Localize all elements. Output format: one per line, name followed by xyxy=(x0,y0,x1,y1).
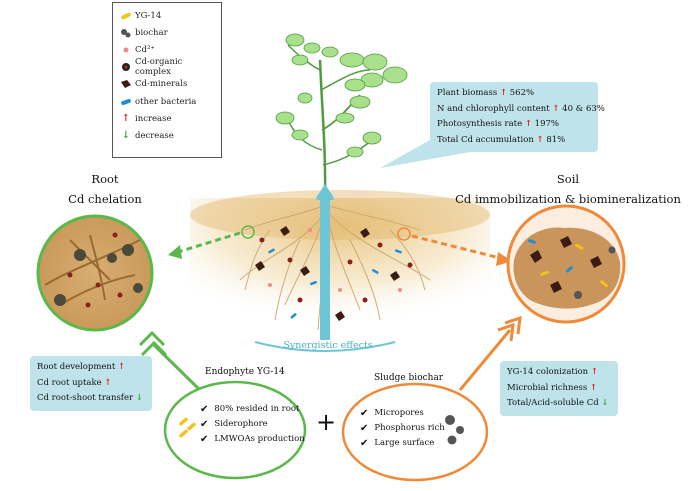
legend-label: YG-14 xyxy=(135,10,162,21)
legend-label: increase xyxy=(135,113,172,124)
soil-region-glow xyxy=(190,190,490,240)
soil-effects-callout: YG-14 colonization ↑ Microbial richness … xyxy=(500,361,618,416)
plant-shoot xyxy=(275,33,408,201)
biochar-feature-list: ✔Micropores ✔Phosphorus rich ✔Large surf… xyxy=(360,406,445,451)
feature-item: ✔Phosphorus rich xyxy=(360,423,445,434)
soil-zoom-dashed-arrow xyxy=(411,234,501,260)
biochar-cluster-icon xyxy=(445,415,464,445)
legend-label: Cd-minerals xyxy=(135,79,188,90)
callout-line: Photosynthesis rate ↑ 197% xyxy=(437,119,559,129)
legend-label: Cd²⁺ xyxy=(135,44,155,55)
callout-line: Cd root-shoot transfer ↓ xyxy=(37,393,143,403)
endophyte-box-outline xyxy=(163,380,307,480)
feature-item: ✔Large surface xyxy=(360,438,435,449)
endophyte-feature-list: ✔80% resided in root ✔Siderophore ✔LMWOA… xyxy=(200,402,305,447)
legend-row: Cd-organic complex xyxy=(117,57,221,78)
other-bacteria-icon xyxy=(117,98,135,106)
cd-minerals-icon xyxy=(117,79,135,89)
check-icon: ✔ xyxy=(200,434,209,445)
feature-item: ✔Micropores xyxy=(360,408,424,419)
yg14-bacteria-icon xyxy=(117,12,135,20)
check-icon: ✔ xyxy=(200,419,209,430)
soil-heading: Soil Cd immobilization & biomineralizati… xyxy=(455,172,681,206)
biochar-box-title: Sludge biochar xyxy=(374,373,444,383)
plant-effects-callout: Plant biomass ↑ 562% N and chlorophyll c… xyxy=(430,82,605,152)
root-zoom-arrowhead xyxy=(168,245,182,259)
legend-box: YG-14 biochar Cd²⁺ Cd-organic complex Cd… xyxy=(112,2,222,158)
yg14-cluster-icon xyxy=(179,417,196,438)
synergy-arrow xyxy=(254,184,396,352)
synergistic-effects-label: Synergistic effects xyxy=(283,340,373,351)
plus-sign: + xyxy=(316,408,337,436)
legend-row: Cd-minerals xyxy=(117,76,221,93)
soil-zoom-marker xyxy=(397,227,411,241)
callout-line: Root development ↑ xyxy=(37,362,126,372)
legend-label: Cd-organic complex xyxy=(134,57,183,78)
callout-line: Plant biomass ↑ 562% xyxy=(437,88,535,98)
feature-item: ✔80% resided in root xyxy=(200,404,300,415)
soil-particles xyxy=(255,226,413,321)
legend-row: other bacteria xyxy=(117,93,221,110)
check-icon: ✔ xyxy=(360,423,369,434)
cd-organic-complex-icon xyxy=(117,62,135,72)
cd-ion-icon xyxy=(117,45,135,55)
legend-label: other bacteria xyxy=(135,96,197,107)
check-icon: ✔ xyxy=(200,404,209,415)
legend-row: YG-14 xyxy=(117,7,221,24)
root-zoom-dashed-arrow xyxy=(177,231,241,254)
legend-row: biochar xyxy=(117,24,221,41)
callout-line: N and chlorophyll content ↑ 40 & 63% xyxy=(437,103,605,114)
callout-line: YG-14 colonization ↑ xyxy=(507,367,598,377)
increase-arrow-icon: ↑ xyxy=(121,113,131,125)
callout-line: Total Cd accumulation ↑ 81% xyxy=(437,134,566,145)
decrease-arrow-icon: ↓ xyxy=(121,130,131,142)
root-zoom-marker xyxy=(241,225,255,239)
root-heading: Root Cd chelation xyxy=(68,172,142,206)
biochar-box-outline xyxy=(341,382,489,482)
biochar-icon xyxy=(117,28,135,38)
callout-line: Cd root uptake ↑ xyxy=(37,377,112,388)
legend-label: decrease xyxy=(135,130,174,141)
endophyte-to-root-arrow xyxy=(138,330,207,397)
biochar-to-soil-arrow xyxy=(458,315,522,391)
legend-label: biochar xyxy=(135,27,168,38)
feature-item: ✔Siderophore xyxy=(200,419,268,430)
legend-row: ↑ increase xyxy=(117,110,221,127)
legend-row: Cd²⁺ xyxy=(117,41,221,58)
callout-line: Total/Acid-soluble Cd ↓ xyxy=(507,398,609,408)
check-icon: ✔ xyxy=(360,408,369,419)
soil-zoom-circle xyxy=(506,204,626,324)
feature-item: ✔LMWOAs production xyxy=(200,434,305,445)
legend-row: ↓ decrease xyxy=(117,127,221,144)
endophyte-box-title: Endophyte YG-14 xyxy=(205,367,285,377)
root-effects-callout: Root development ↑ Cd root uptake ↑ Cd r… xyxy=(30,356,152,411)
check-icon: ✔ xyxy=(360,438,369,449)
root-zoom-circle xyxy=(36,214,154,332)
soil-zoom-arrowhead xyxy=(496,252,512,266)
callout-line: Microbial richness ↑ xyxy=(507,382,598,393)
